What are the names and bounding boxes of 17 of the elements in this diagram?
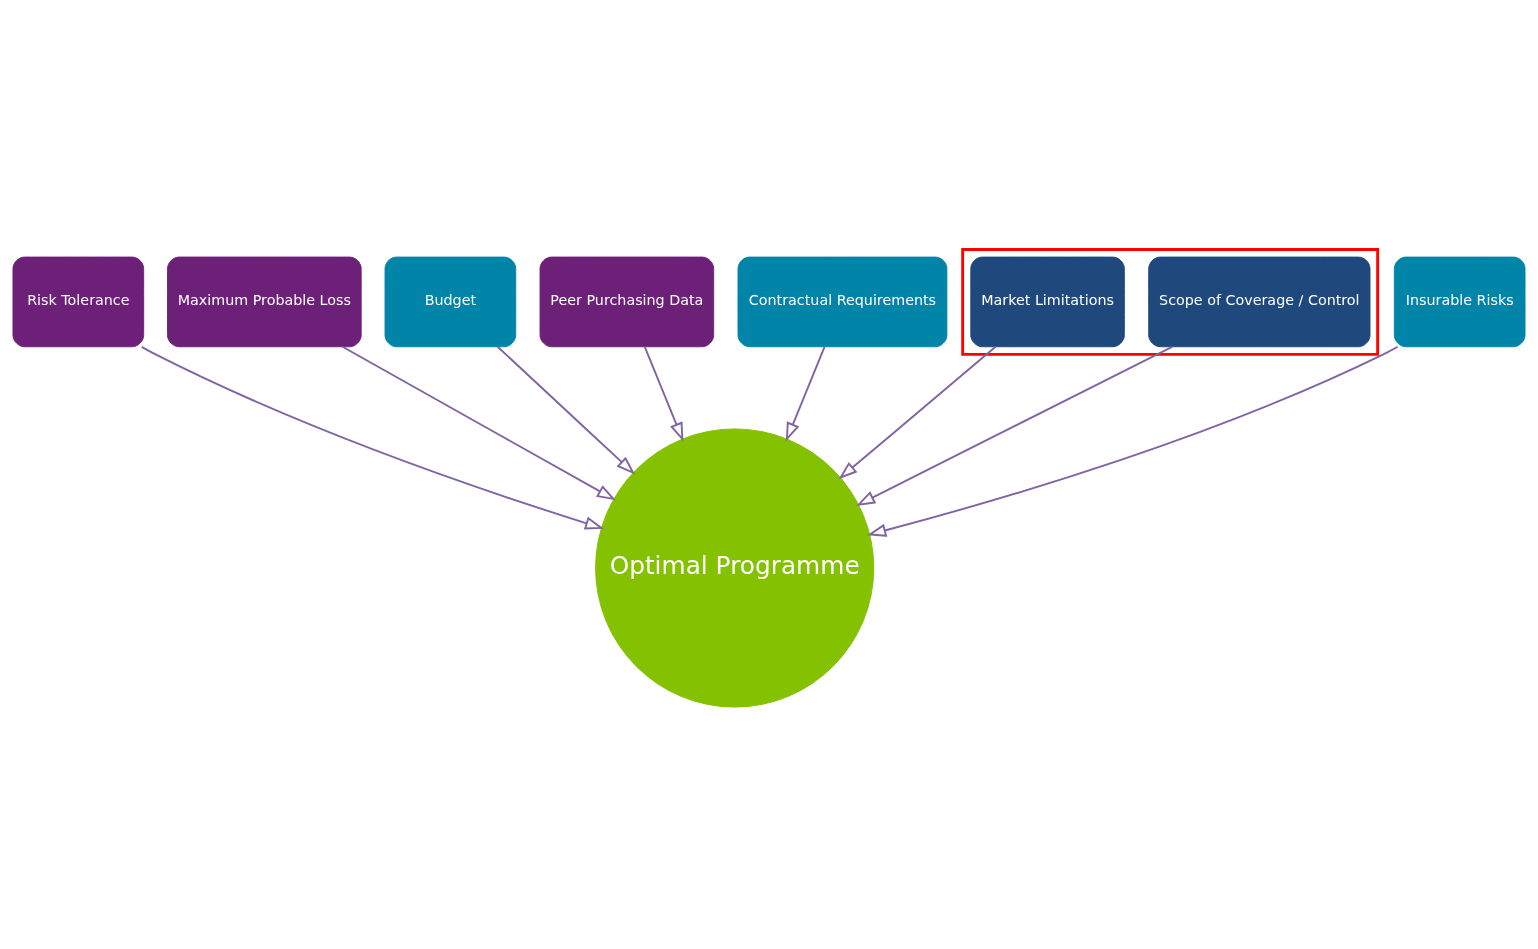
arrow: [838, 345, 997, 480]
arrow: [856, 345, 1174, 506]
arrow: [496, 345, 636, 475]
node-box: Contractual Requirements: [737, 256, 948, 348]
node-box: Peer Purchasing Data: [539, 256, 715, 348]
node-box: Scope of Coverage / Control: [1148, 256, 1371, 348]
node-box: Maximum Probable Loss: [167, 256, 362, 348]
cluster: [961, 248, 1380, 356]
node-box: Market Limitations: [970, 256, 1125, 348]
arrow: [643, 345, 684, 442]
node-box: Budget: [384, 256, 517, 348]
arrow: [140, 345, 605, 530]
arrow: [785, 345, 826, 442]
node-box: Insurable Risks: [1393, 256, 1526, 348]
arrow: [341, 345, 616, 501]
arrow: [867, 345, 1399, 537]
node-box: Risk Tolerance: [12, 256, 145, 348]
